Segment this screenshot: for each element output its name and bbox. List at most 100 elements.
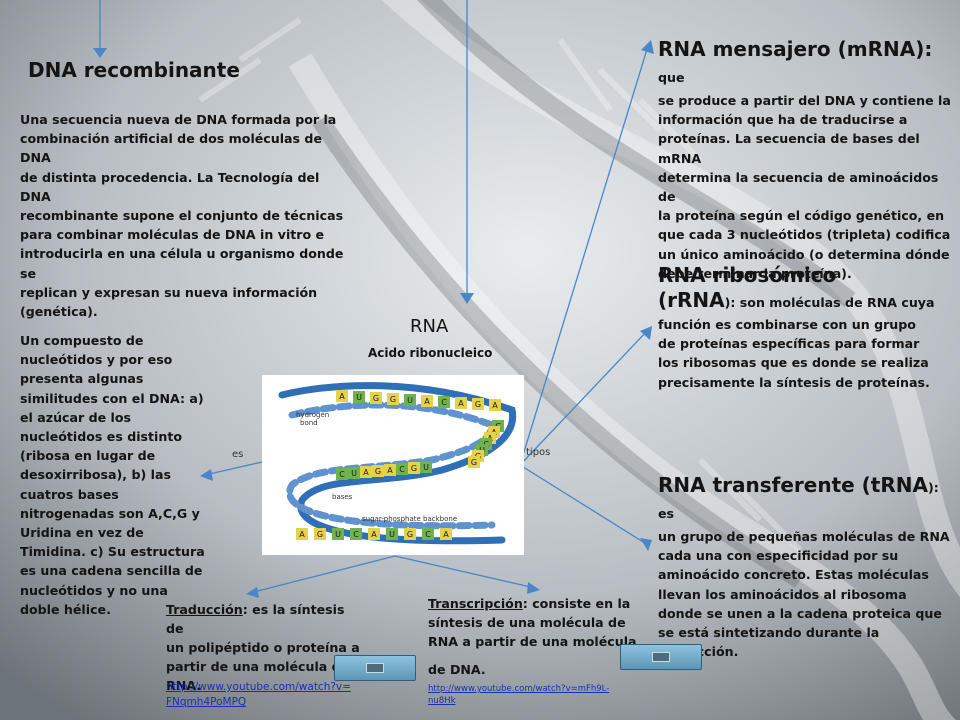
text-line: Timidina. c) Su estructura — [20, 544, 205, 560]
base-letter: U — [389, 530, 395, 539]
base-letter: A — [458, 399, 464, 408]
text-line: nucleótidos es distinto — [20, 429, 183, 445]
base-box — [404, 528, 416, 540]
base-letter: G — [475, 400, 481, 409]
base-box — [386, 528, 398, 540]
base-rungs: AUGGUACAGACAACUGGCUAGACGUAGUCAUGCA — [296, 390, 504, 540]
media-icon — [652, 652, 670, 662]
base-box — [421, 395, 433, 407]
rna-title: RNA — [410, 316, 449, 337]
text-line: ): es — [658, 480, 939, 521]
base-box — [368, 528, 380, 540]
base-box — [422, 528, 434, 540]
base-letter: G — [471, 458, 477, 467]
base-box — [387, 393, 399, 405]
base-box — [336, 390, 348, 402]
dna-recombinante-description: Una secuencia nueva de DNA formada por l… — [20, 110, 350, 321]
base-letter: A — [492, 401, 498, 410]
base-letter: C — [339, 470, 345, 479]
base-letter: A — [387, 466, 393, 475]
base-box — [396, 463, 408, 475]
base-letter: C — [353, 530, 359, 539]
base-box — [296, 528, 308, 540]
base-box — [353, 391, 365, 403]
text-line: los ribosomas que es donde se realiza — [658, 355, 929, 371]
traduccion-video-link[interactable]: http://www.youtube.com/watch?v= FNqmh4Po… — [166, 680, 351, 710]
text-line: : es la síntesis de — [166, 602, 345, 636]
base-box — [438, 396, 450, 408]
rna-helix-figure: AUGGUACAGACAACUGGCUAGACGUAGUCAUGCA hydro… — [262, 375, 524, 555]
text-line: de DNA. — [428, 662, 486, 677]
text-line: información que ha de traducirse a — [658, 112, 908, 128]
base-letter: A — [339, 392, 345, 401]
base-letter: A — [424, 397, 430, 406]
transcripcion-video-link[interactable]: http://www.youtube.com/watch?v=mFh9L- nu… — [428, 683, 609, 707]
text-line: un polipéptido o proteína a — [166, 640, 360, 655]
text-line: proteínas. La secuencia de bases del mRN… — [658, 131, 920, 166]
base-letter: C — [425, 530, 431, 539]
rrna-heading-abbr: (rRNA — [658, 288, 725, 312]
text-line: (genética). — [20, 304, 98, 320]
connector-label-tipos: tipos — [526, 447, 551, 458]
transcripcion-term: Transcripción — [428, 596, 523, 611]
text-line: Una secuencia nueva de DNA formada por l… — [20, 112, 337, 127]
text-line: aminoácido concreto. Estas moléculas — [658, 567, 929, 583]
base-box — [408, 462, 420, 474]
text-line: Un compuesto de — [20, 333, 144, 348]
base-box — [350, 528, 362, 540]
rna-subtitle: Acido ribonucleico — [368, 346, 493, 360]
traduccion-term: Traducción — [166, 602, 243, 617]
base-box — [370, 392, 382, 404]
text-line: nucleótidos y por eso — [20, 352, 173, 368]
base-letter: A — [299, 530, 305, 539]
text-line: nitrogenadas son A,C,G y — [20, 505, 200, 521]
text-line: determina la secuencia de aminoácidos de — [658, 169, 939, 205]
base-letter: U — [407, 396, 413, 405]
label-bases: bases — [332, 493, 353, 501]
base-letter: U — [351, 469, 357, 478]
text-line: síntesis de una molécula de — [428, 615, 626, 630]
transcripcion-block: Transcripción: consiste en la síntesis d… — [428, 594, 638, 679]
link-line: http://www.youtube.com/watch?v=mFh9L- — [428, 684, 610, 694]
dna-recombinante-title: DNA recombinante — [28, 58, 240, 82]
text-line: llevan los aminoácidos al ribosoma — [658, 586, 907, 602]
helix-strand — [278, 382, 517, 545]
text-line: (ribosa en lugar de — [20, 448, 156, 464]
base-letter: C — [399, 465, 405, 474]
base-letter: U — [335, 530, 341, 539]
text-line: similitudes con el DNA: a) — [20, 390, 204, 406]
text-line: un único aminoácido (o determina dónde — [658, 246, 950, 262]
connector-label-es: es — [232, 449, 244, 460]
base-box — [360, 466, 372, 478]
base-box — [404, 394, 416, 406]
base-letter: C — [441, 398, 447, 407]
label-bond: bond — [300, 419, 318, 427]
traduccion-media-button[interactable] — [334, 655, 416, 681]
text-line: de proteínas específicas para formar — [658, 336, 920, 352]
text-line: introducirla en una célula u organismo d… — [20, 246, 344, 281]
text-line: que cada 3 nucleótidos (tripleta) codifi… — [658, 227, 951, 243]
base-box — [336, 468, 348, 480]
text-line: RNA. — [166, 678, 202, 693]
base-letter: G — [375, 467, 381, 476]
rrna-heading: RNA ribosómico — [658, 263, 837, 287]
link-line: FNqmh4PoMPQ — [166, 696, 247, 708]
label-hydrogen: hydrogen — [296, 411, 329, 419]
base-letter: A — [443, 530, 449, 539]
base-box — [372, 465, 384, 477]
transcripcion-media-button[interactable] — [620, 644, 702, 670]
mrna-block: RNA mensajero (mRNA): que se produce a p… — [658, 36, 954, 283]
text-line: el azúcar de los — [20, 409, 132, 425]
text-line: nucleótidos y no una — [20, 582, 168, 598]
rrna-block: RNA ribosómico (rRNA): son moléculas de … — [658, 262, 954, 392]
text-line: donde se unen a la cadena proteica que — [658, 605, 942, 621]
text-line: es una cadena sencilla de — [20, 563, 203, 579]
link-line: http://www.youtube.com/watch?v= — [166, 681, 351, 693]
base-box — [468, 456, 480, 468]
base-letter: U — [356, 393, 362, 402]
base-box — [472, 398, 484, 410]
text-line: se produce a partir del DNA y contiene l… — [658, 93, 951, 108]
base-letter: G — [373, 394, 379, 403]
text-line: combinación artificial de dos moléculas … — [20, 131, 322, 166]
